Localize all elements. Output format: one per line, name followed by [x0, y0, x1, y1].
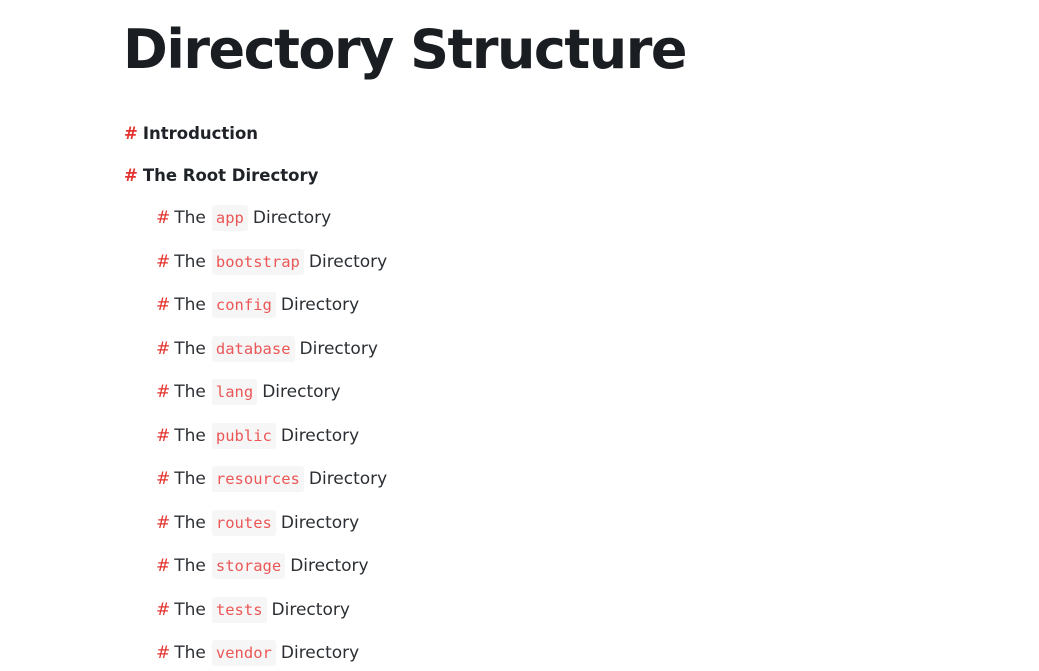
hash-anchor-icon: #: [156, 426, 171, 446]
toc-item-suffix: Directory: [280, 513, 360, 533]
toc-item-suffix: Directory: [252, 208, 332, 228]
toc-item-suffix: Directory: [262, 382, 341, 402]
hash-anchor-icon: #: [156, 643, 171, 663]
toc-item-prefix: The: [174, 295, 206, 315]
hash-anchor-icon: #: [156, 556, 171, 576]
toc-item-resources-directory[interactable]: # The resources Directory: [156, 465, 387, 493]
toc-item-config-directory[interactable]: # The config Directory: [156, 291, 359, 319]
hash-anchor-icon: #: [156, 600, 171, 620]
toc-item-database-directory[interactable]: # The database Directory: [156, 335, 378, 363]
hash-anchor-icon: #: [124, 165, 138, 185]
toc-item-vendor-directory[interactable]: # The vendor Directory: [156, 639, 359, 667]
toc-item-code: database: [211, 336, 295, 362]
toc-item-public-directory[interactable]: # The public Directory: [156, 422, 359, 450]
toc-item-app-directory[interactable]: # The app Directory: [156, 204, 331, 232]
toc-item-suffix: Directory: [271, 600, 350, 620]
toc-item-label: The Root Directory: [142, 165, 319, 185]
toc-item-suffix: Directory: [290, 556, 369, 576]
toc-item-suffix: Directory: [299, 339, 378, 359]
toc-item-code: tests: [211, 597, 267, 623]
toc-item-storage-directory[interactable]: # The storage Directory: [156, 552, 369, 580]
hash-anchor-icon: #: [156, 208, 171, 228]
toc-item-code: app: [211, 205, 248, 231]
hash-anchor-icon: #: [156, 295, 171, 315]
toc-item-lang-directory[interactable]: # The lang Directory: [156, 378, 341, 406]
toc-item-code: routes: [211, 510, 276, 536]
toc-item-prefix: The: [174, 426, 206, 446]
toc-item-prefix: The: [174, 600, 206, 620]
toc-item-prefix: The: [174, 252, 206, 272]
hash-anchor-icon: #: [156, 252, 171, 272]
hash-anchor-icon: #: [156, 382, 171, 402]
toc-item-code: storage: [211, 553, 286, 579]
toc-item-root-directory[interactable]: # The Root Directory: [124, 161, 318, 189]
toc-item-suffix: Directory: [308, 252, 388, 272]
toc-item-prefix: The: [174, 643, 206, 663]
toc-item-suffix: Directory: [280, 426, 360, 446]
toc-item-code: resources: [211, 466, 304, 492]
toc-item-suffix: Directory: [280, 643, 360, 663]
toc-item-code: lang: [211, 379, 258, 405]
toc-item-prefix: The: [174, 208, 206, 228]
toc-item-prefix: The: [174, 339, 206, 359]
toc-item-suffix: Directory: [308, 469, 388, 489]
toc-item-prefix: The: [174, 556, 206, 576]
toc-item-bootstrap-directory[interactable]: # The bootstrap Directory: [156, 248, 387, 276]
toc-item-prefix: The: [174, 469, 206, 489]
toc-item-code: vendor: [211, 640, 276, 666]
hash-anchor-icon: #: [156, 513, 171, 533]
toc-item-suffix: Directory: [280, 295, 360, 315]
toc-item-routes-directory[interactable]: # The routes Directory: [156, 509, 359, 537]
hash-anchor-icon: #: [124, 123, 138, 143]
toc-item-introduction[interactable]: # Introduction: [124, 119, 258, 147]
toc-item-code: bootstrap: [211, 249, 304, 275]
toc-item-label: Introduction: [142, 123, 259, 143]
page-title: Directory Structure: [123, 18, 687, 81]
toc-item-code: config: [211, 292, 276, 318]
hash-anchor-icon: #: [156, 339, 171, 359]
toc-item-prefix: The: [174, 382, 206, 402]
toc-item-code: public: [211, 423, 276, 449]
toc-item-tests-directory[interactable]: # The tests Directory: [156, 596, 350, 624]
toc-item-prefix: The: [174, 513, 206, 533]
hash-anchor-icon: #: [156, 469, 171, 489]
